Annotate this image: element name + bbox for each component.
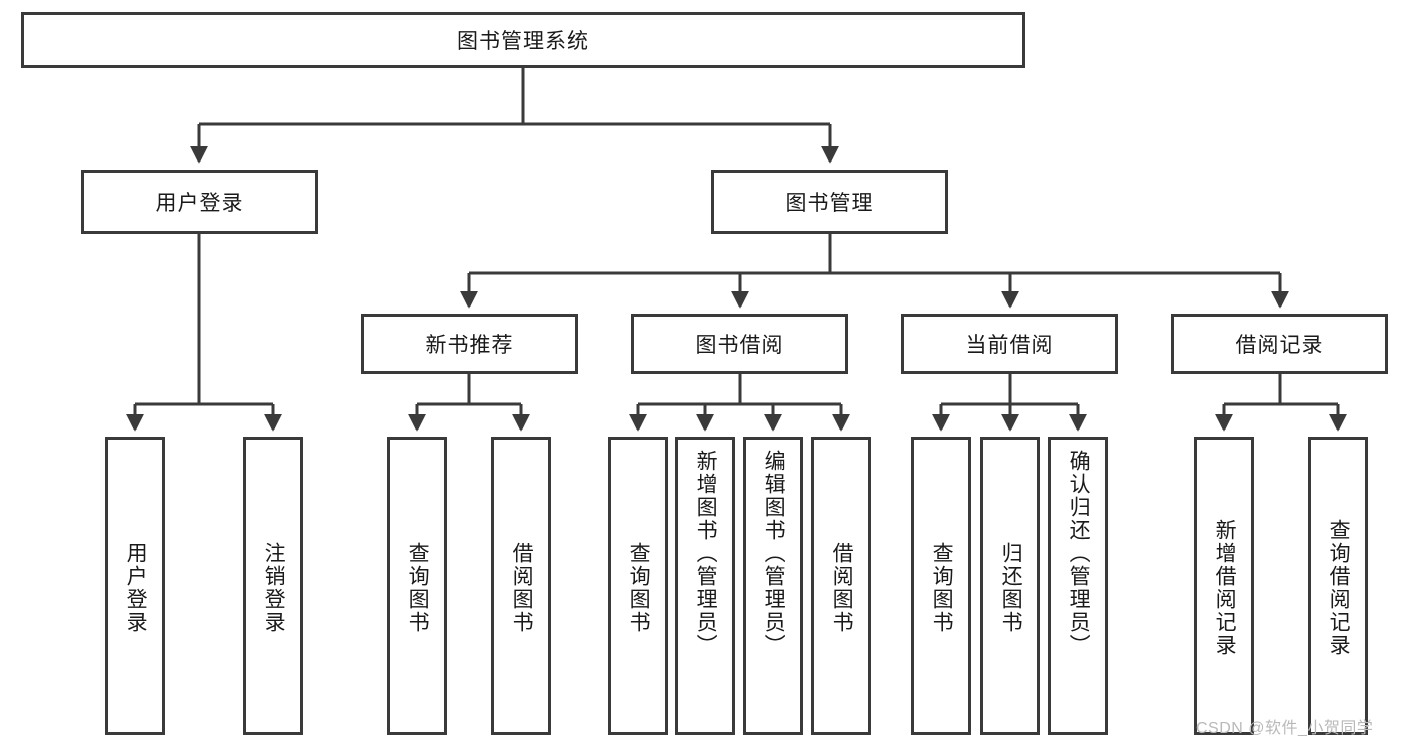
leaf-label: 查询图书 <box>627 542 651 634</box>
leaf-borrow-record-add[interactable]: 新增借阅记录 <box>1194 437 1254 735</box>
leaf-new-book-borrow[interactable]: 借阅图书 <box>491 437 551 735</box>
leaf-label: 用户登录 <box>124 542 148 634</box>
leaf-label: 新增借阅记录 <box>1213 519 1237 657</box>
leaf-label: 借阅图书 <box>830 542 854 634</box>
leaf-book-borrow-add[interactable]: 新增图书（管理员） <box>675 437 735 735</box>
node-new-book-recommend[interactable]: 新书推荐 <box>361 314 578 374</box>
leaf-label: 新增图书（管理员） <box>694 450 718 657</box>
leaf-label: 借阅图书 <box>510 542 534 634</box>
leaf-label: 归还图书 <box>999 542 1023 634</box>
node-borrow-record[interactable]: 借阅记录 <box>1171 314 1388 374</box>
leaf-label: 查询图书 <box>406 542 430 634</box>
leaf-user-login-signin[interactable]: 用户登录 <box>105 437 165 735</box>
leaf-current-borrow-confirm-return[interactable]: 确认归还（管理员） <box>1048 437 1108 735</box>
leaf-book-borrow-edit[interactable]: 编辑图书（管理员） <box>743 437 803 735</box>
leaf-label: 查询借阅记录 <box>1327 519 1351 657</box>
leaf-label: 注销登录 <box>262 542 286 634</box>
node-user-login[interactable]: 用户登录 <box>81 170 318 234</box>
leaf-current-borrow-query[interactable]: 查询图书 <box>911 437 971 735</box>
node-current-borrow[interactable]: 当前借阅 <box>901 314 1118 374</box>
leaf-label: 查询图书 <box>930 542 954 634</box>
leaf-user-login-signout[interactable]: 注销登录 <box>243 437 303 735</box>
node-book-borrow[interactable]: 图书借阅 <box>631 314 848 374</box>
node-root-system[interactable]: 图书管理系统 <box>21 12 1025 68</box>
leaf-current-borrow-return[interactable]: 归还图书 <box>980 437 1040 735</box>
leaf-label: 编辑图书（管理员） <box>762 450 786 657</box>
leaf-book-borrow-borrow[interactable]: 借阅图书 <box>811 437 871 735</box>
leaf-label: 确认归还（管理员） <box>1067 450 1091 657</box>
leaf-borrow-record-query[interactable]: 查询借阅记录 <box>1308 437 1368 735</box>
leaf-new-book-query[interactable]: 查询图书 <box>387 437 447 735</box>
watermark-text: CSDN @软件_小贺同学 <box>1196 720 1374 737</box>
node-book-management[interactable]: 图书管理 <box>711 170 948 234</box>
leaf-book-borrow-query[interactable]: 查询图书 <box>608 437 668 735</box>
